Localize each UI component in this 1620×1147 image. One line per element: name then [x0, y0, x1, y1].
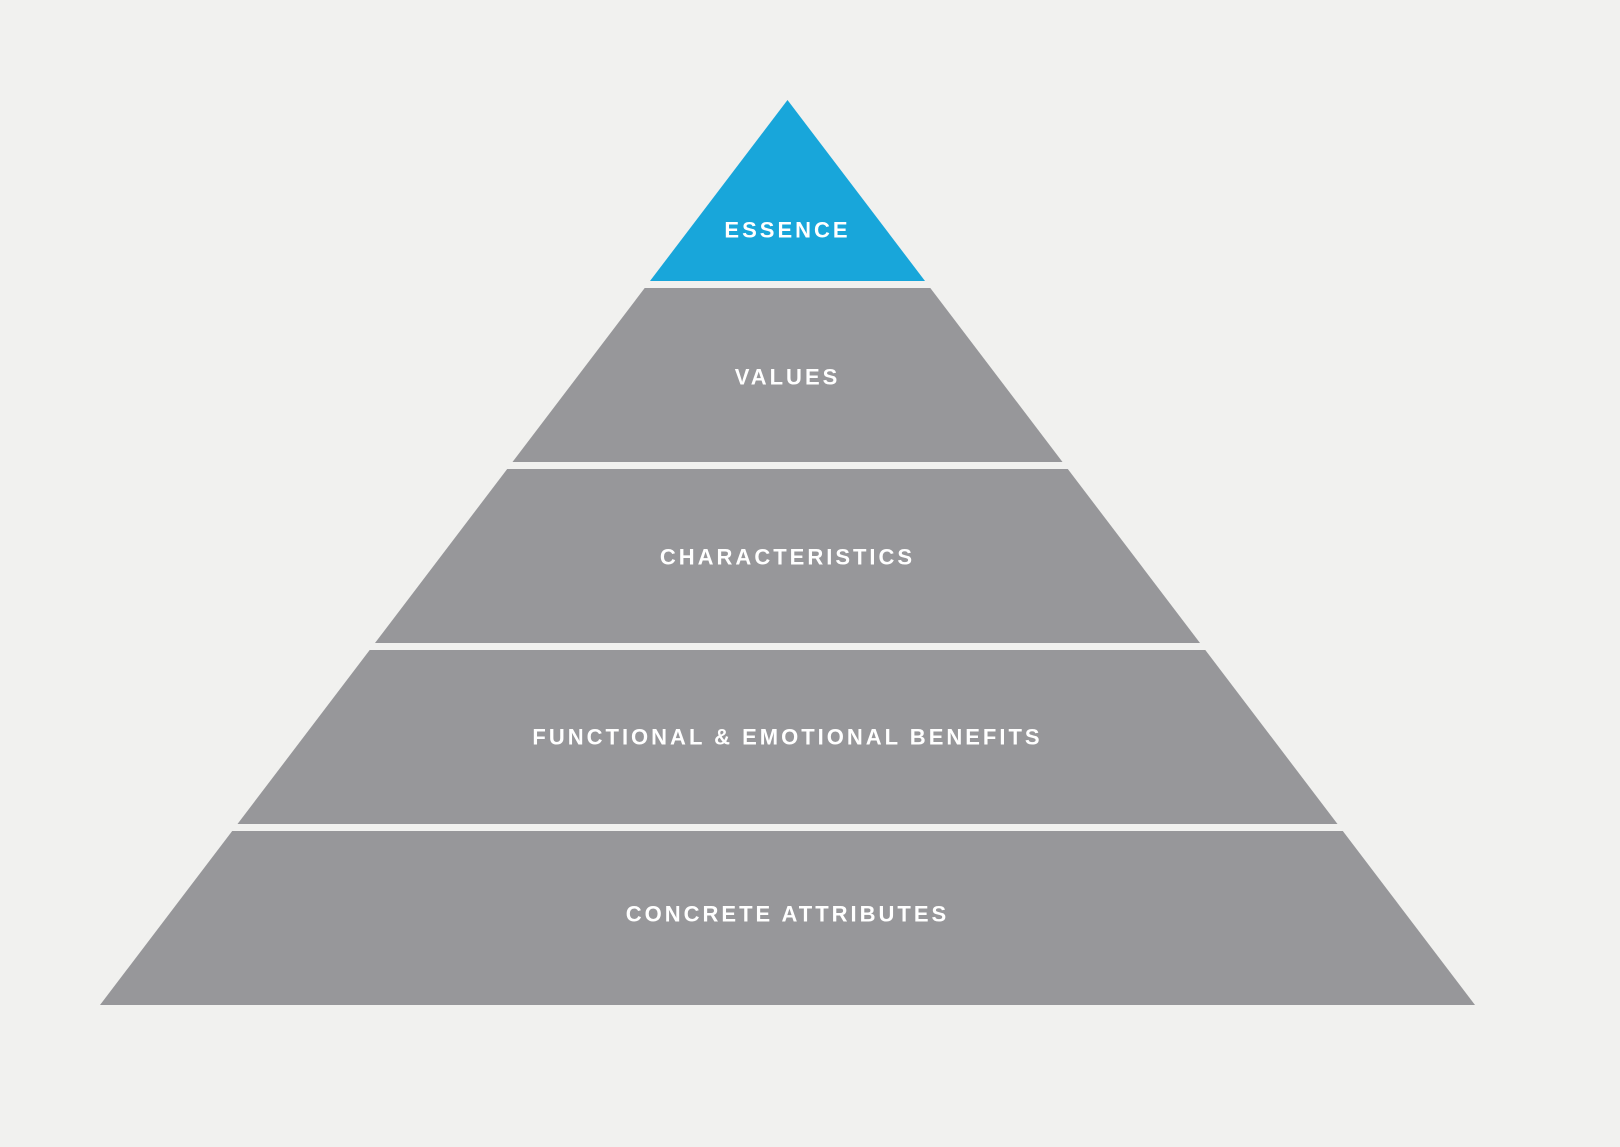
characteristics-shape: [375, 469, 1200, 643]
values-shape: [512, 288, 1063, 462]
pyramid-level-essence: ESSENCE: [650, 100, 925, 281]
concrete-attributes-shape: [100, 831, 1475, 1005]
functional-emotional-benefits-label: FUNCTIONAL & EMOTIONAL BENEFITS: [532, 725, 1042, 750]
characteristics-label: CHARACTERISTICS: [660, 545, 915, 570]
essence-shape: [650, 100, 925, 281]
concrete-attributes-label: CONCRETE ATTRIBUTES: [626, 902, 949, 927]
pyramid-level-characteristics: CHARACTERISTICS: [375, 469, 1200, 643]
pyramid-level-functional-emotional-benefits: FUNCTIONAL & EMOTIONAL BENEFITS: [237, 650, 1338, 824]
essence-label: ESSENCE: [724, 218, 850, 243]
functional-emotional-benefits-shape: [237, 650, 1338, 824]
pyramid-level-concrete-attributes: CONCRETE ATTRIBUTES: [100, 831, 1475, 1005]
pyramid-level-values: VALUES: [512, 288, 1063, 462]
values-label: VALUES: [735, 365, 841, 390]
